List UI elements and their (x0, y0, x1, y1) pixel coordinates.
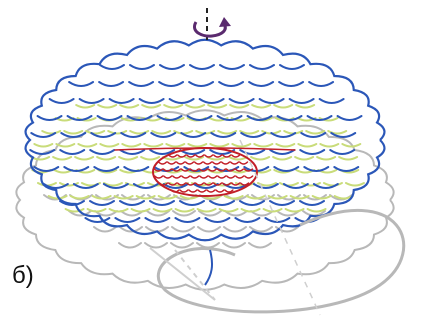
panel-label: б) (12, 262, 34, 290)
rotation-arrow-icon (194, 17, 231, 36)
outer-blue-shell (26, 40, 385, 241)
